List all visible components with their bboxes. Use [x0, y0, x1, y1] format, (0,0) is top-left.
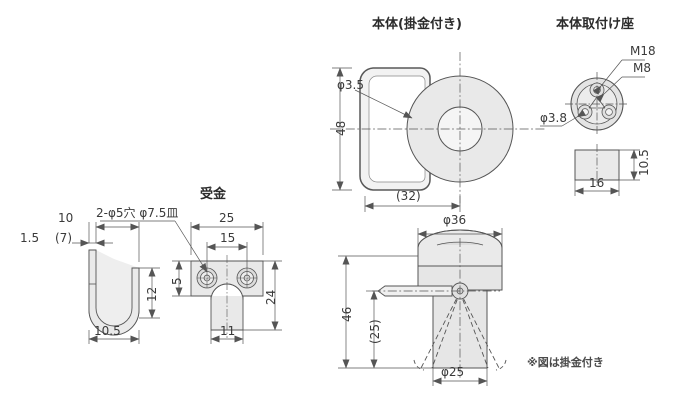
profile-inner-width-dim: (7) — [55, 231, 72, 245]
strike-hole-callout: 2-φ5穴 φ7.5皿 — [96, 206, 179, 220]
body-front-view — [330, 52, 545, 212]
knob-diameter-dim: φ36 — [443, 213, 467, 227]
mount-base-view-title: 本体取付け座 — [556, 17, 635, 32]
strike-hole-spacing-dim: 15 — [220, 231, 236, 245]
strike-width-dim: 25 — [219, 211, 235, 225]
thread-inner-dim: M8 — [633, 61, 651, 75]
body-depth-dim: (32) — [396, 189, 421, 203]
strike-plate-view — [100, 220, 282, 344]
mount-width-dim: 16 — [589, 176, 605, 190]
profile-hook-depth-dim: 12 — [145, 286, 159, 302]
drawing-note: ※図は掛金付き — [527, 356, 604, 369]
profile-view — [88, 249, 140, 336]
thread-outer-dim: M18 — [630, 44, 656, 58]
body-wire-diameter-dim: φ3.5 — [337, 78, 364, 92]
latch-height-dim: (25) — [368, 319, 382, 344]
strike-view-title: 受金 — [200, 187, 227, 202]
mount-thickness-dim: 10.5 — [637, 149, 651, 176]
total-height-dim: 46 — [340, 306, 354, 322]
body-view-title: 本体(掛金付き) — [372, 17, 462, 32]
mount-hole-dim: φ3.8 — [540, 111, 567, 125]
body-side-view — [338, 228, 507, 386]
profile-base-width-dim: 10.5 — [94, 324, 121, 338]
mount-base-view — [540, 59, 645, 196]
profile-thickness-dim: 1.5 — [20, 231, 40, 245]
strike-height-dim: 24 — [264, 289, 278, 305]
strike-tongue-width-dim: 11 — [220, 324, 236, 338]
strike-hole-edge-dim: 5 — [170, 277, 184, 285]
profile-dimensions — [72, 222, 160, 344]
profile-width-dim: 10 — [58, 211, 74, 225]
body-height-dim: 48 — [334, 120, 348, 136]
body-diameter-dim: φ25 — [441, 365, 465, 379]
